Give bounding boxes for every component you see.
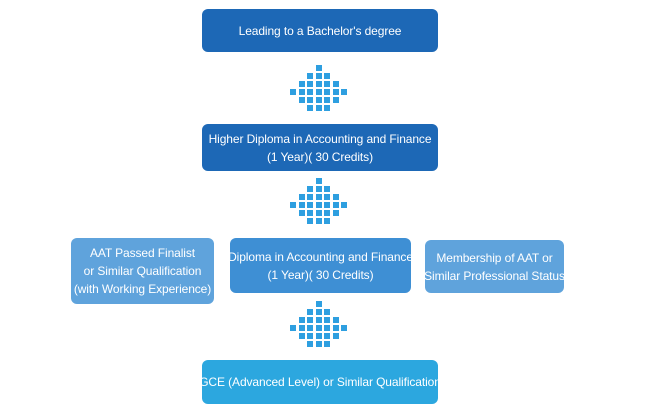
arrow-dot [290, 325, 296, 331]
arrow-dot [307, 210, 313, 216]
arrow-dot [315, 317, 322, 323]
arrow-dot [298, 97, 305, 103]
arrow-dot [298, 202, 305, 208]
arrow-dot [332, 202, 339, 208]
arrow-dot [324, 194, 330, 200]
arrow-dot [315, 301, 322, 307]
arrow-dot [298, 210, 305, 216]
higher-diploma-duration: (1 Year)( 30 Credits) [267, 149, 373, 164]
arrow-dot [341, 325, 347, 331]
arrow-dot [324, 341, 330, 347]
arrow-dot [324, 81, 330, 87]
arrow-dot [332, 333, 339, 339]
arrow-dot [332, 317, 339, 323]
arrow-dot [324, 317, 330, 323]
arrow-dot [324, 202, 330, 208]
arrow-dot [332, 210, 339, 216]
arrow-dot [298, 194, 305, 200]
arrow-dot [290, 202, 296, 208]
arrow-dot [341, 202, 347, 208]
arrow-dot [307, 186, 313, 192]
arrow-dot [307, 218, 313, 224]
arrow-dot [324, 97, 330, 103]
arrow-dot [307, 341, 313, 347]
arrow-dot [307, 194, 313, 200]
arrow-dot [315, 186, 322, 192]
arrow-dot [307, 202, 313, 208]
diploma-title: Diploma in Accounting and Finance [228, 249, 413, 264]
diploma-duration: (1 Year)( 30 Credits) [267, 267, 374, 282]
arrow-dot [315, 89, 322, 95]
arrow-dot [298, 89, 305, 95]
arrow-dot [307, 105, 313, 111]
arrow-dot [298, 325, 305, 331]
arrow-dot [324, 333, 330, 339]
arrow-dot [315, 218, 322, 224]
higher-diploma-box: Higher Diploma in Accounting and Finance… [202, 124, 438, 171]
arrow-dot [332, 325, 339, 331]
aat-finalist-box: AAT Passed Finalist or Similar Qualifica… [71, 238, 214, 304]
arrow-dot [298, 333, 305, 339]
arrow-dot [307, 89, 313, 95]
arrow-dot [324, 73, 330, 79]
arrow-dot [315, 333, 322, 339]
arrow-dot [332, 97, 339, 103]
arrow-dot [315, 210, 322, 216]
arrow-dot [315, 81, 322, 87]
up-arrow-icon [290, 301, 350, 348]
arrow-dot [307, 333, 313, 339]
arrow-dot [324, 105, 330, 111]
arrow-dot [315, 65, 322, 71]
arrow-dot [315, 73, 322, 79]
arrow-dot [315, 309, 322, 315]
arrow-dot [307, 73, 313, 79]
aat-finalist-line-1: AAT Passed Finalist [89, 246, 196, 260]
arrow-dot [307, 309, 313, 315]
arrow-dot [315, 325, 322, 331]
aat-membership-box: Membership of AAT or Similar Professiona… [424, 240, 565, 293]
arrow-dot [290, 89, 296, 95]
arrow-dot [307, 317, 313, 323]
aat-membership-line-1: Membership of AAT or [436, 250, 553, 265]
gce-box: GCE (Advanced Level) or Similar Qualific… [199, 360, 441, 404]
arrow-dot [324, 309, 330, 315]
arrow-dot [332, 89, 339, 95]
arrow-dot [307, 325, 313, 331]
arrow-dot [315, 202, 322, 208]
arrow-dot [315, 105, 322, 111]
up-arrow-icon [290, 178, 350, 225]
arrow-dot [298, 81, 305, 87]
arrow-dot [332, 194, 339, 200]
arrow-dot [324, 325, 330, 331]
arrow-dot [307, 81, 313, 87]
arrow-dot [324, 186, 330, 192]
arrow-dot [298, 317, 305, 323]
arrow-dot [332, 81, 339, 87]
arrow-dot [324, 218, 330, 224]
higher-diploma-title: Higher Diploma in Accounting and Finance [208, 131, 432, 146]
bachelor-degree-box: Leading to a Bachelor's degree [202, 9, 438, 52]
arrow-dot [324, 210, 330, 216]
diploma-box: Diploma in Accounting and Finance (1 Yea… [228, 238, 413, 293]
arrow-dot [315, 341, 322, 347]
bachelor-degree-label: Leading to a Bachelor's degree [238, 23, 402, 38]
arrow-dot [315, 194, 322, 200]
arrow-dot [307, 97, 313, 103]
aat-finalist-line-2: or Similar Qualification [83, 264, 202, 278]
up-arrow-icon [290, 65, 350, 112]
arrow-dot [341, 89, 347, 95]
arrow-dot [315, 178, 322, 184]
gce-label: GCE (Advanced Level) or Similar Qualific… [199, 375, 441, 389]
aat-membership-line-2: Similar Professional Status [424, 268, 565, 283]
aat-finalist-line-3: (with Working Experience) [73, 282, 212, 296]
arrow-dot [324, 89, 330, 95]
arrow-dot [315, 97, 322, 103]
